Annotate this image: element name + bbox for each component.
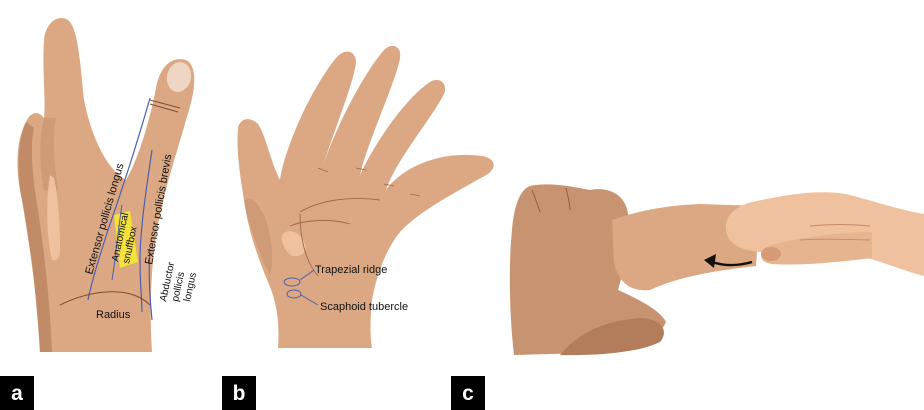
panel-a-hand: Extensor pollicis longus Extensor pollic… — [17, 18, 199, 352]
label-trapezial-ridge: Trapezial ridge — [315, 264, 387, 276]
panel-label-b: b — [222, 376, 256, 410]
label-scaphoid-tubercle: Scaphoid tubercle — [320, 301, 408, 313]
panel-label-c: c — [451, 376, 485, 410]
panel-b-hand: Trapezial ridge Scaphoid tubercle — [237, 46, 493, 348]
label-radius: Radius — [96, 309, 131, 321]
panel-label-a: a — [0, 376, 34, 410]
examiner-thumb-nail — [761, 247, 781, 261]
panel-c-scene — [510, 184, 924, 355]
